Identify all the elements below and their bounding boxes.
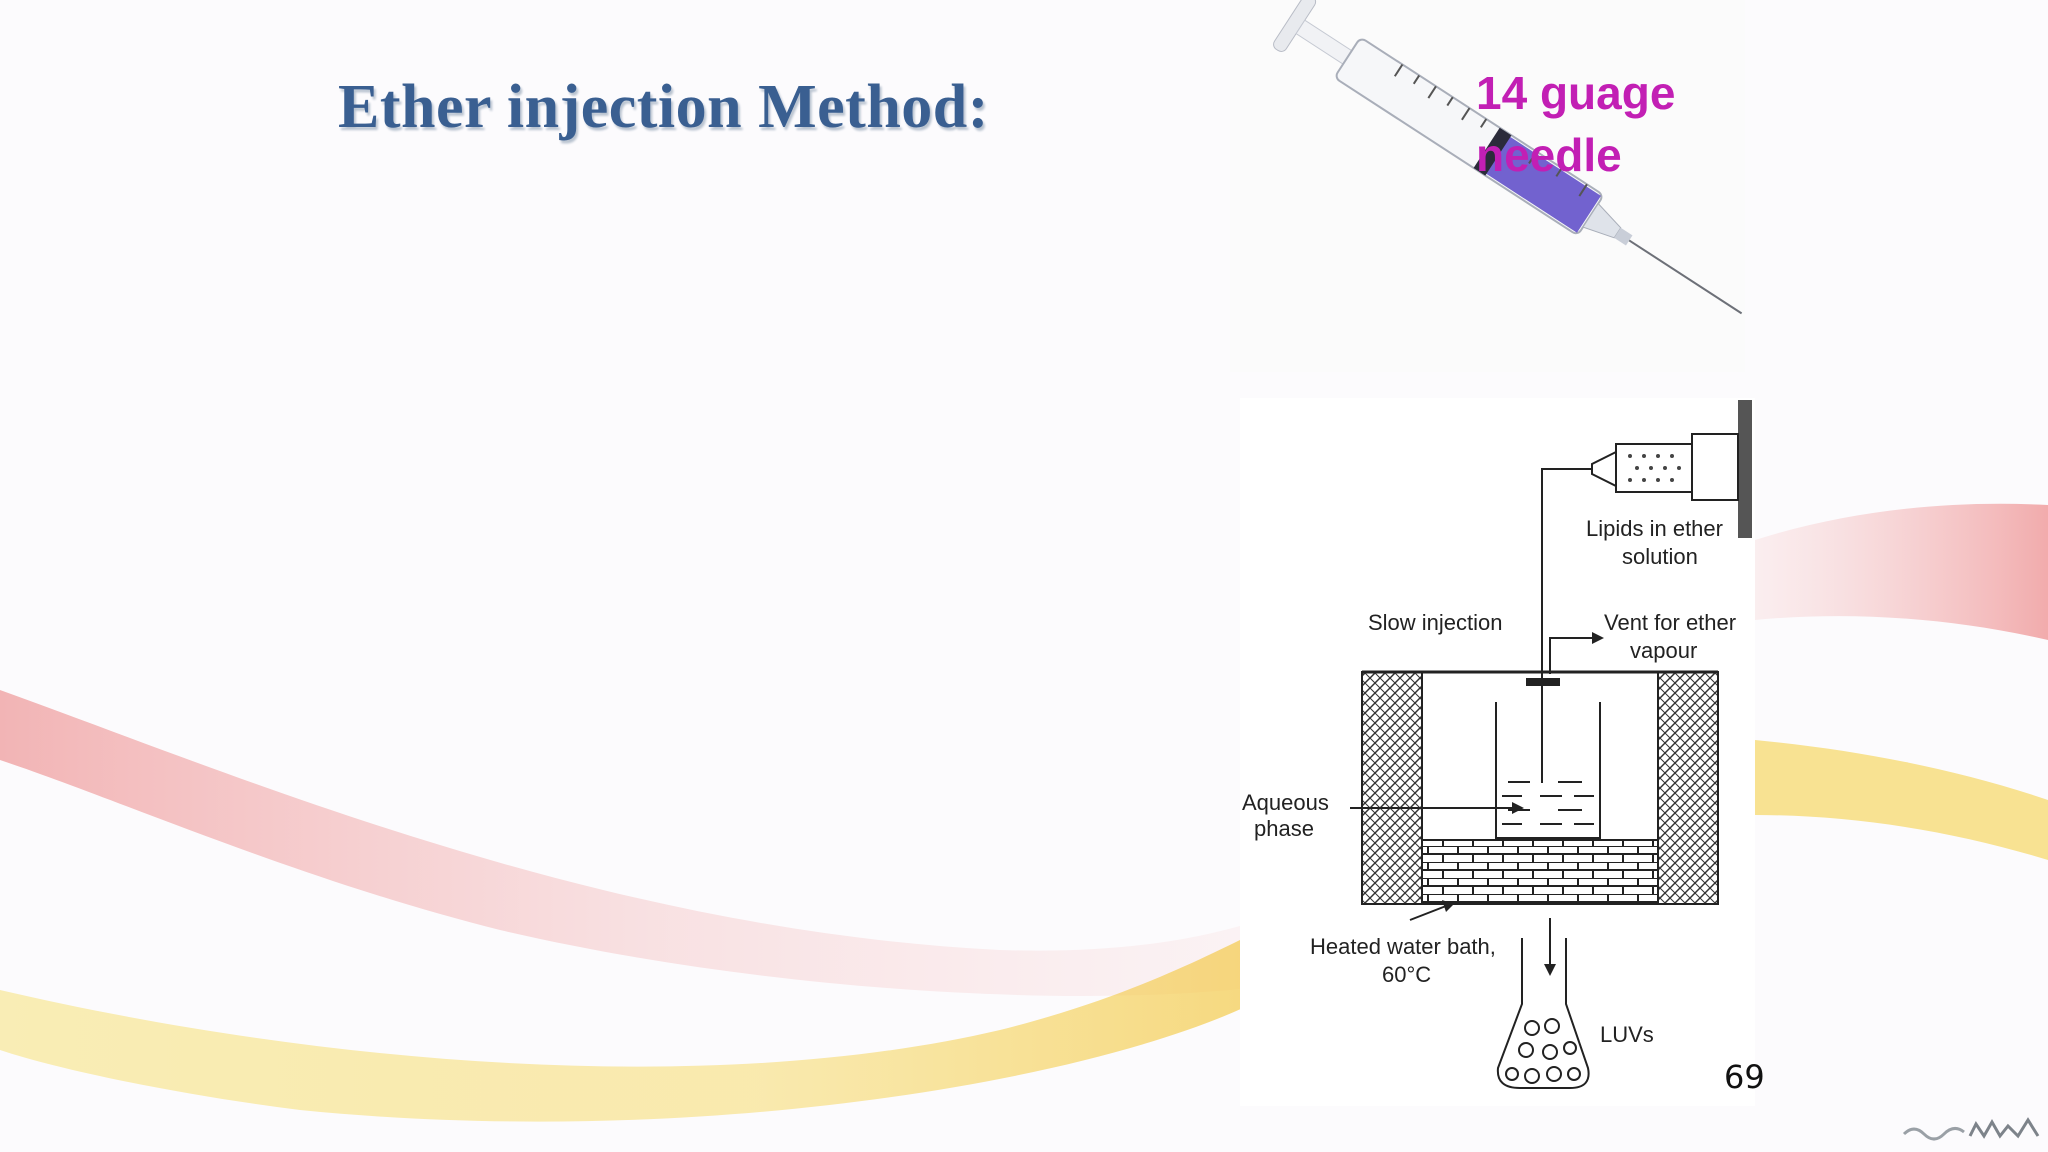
- needle-label: 14 guage needle: [1476, 62, 1675, 186]
- vent-label-line1: Vent for ether: [1604, 610, 1736, 635]
- luvs-label: LUVs: [1600, 1022, 1654, 1047]
- syringe-image: [1230, 0, 1745, 372]
- vent-label-line2: vapour: [1630, 638, 1697, 663]
- water-bath-label-line1: Heated water bath,: [1310, 934, 1496, 959]
- watermark-logo: [1902, 1117, 2040, 1141]
- slide-title: Ether injection Method:: [338, 73, 989, 141]
- aqueous-label-line1: Aqueous: [1242, 790, 1329, 815]
- lipids-label-line2: solution: [1622, 544, 1698, 569]
- lipids-label-line1: Lipids in ether: [1586, 516, 1723, 541]
- needle-label-line2: needle: [1476, 129, 1622, 181]
- needle-label-line1: 14 guage: [1476, 67, 1676, 119]
- slow-injection-label: Slow injection: [1368, 610, 1503, 635]
- page-number: 69: [1724, 1058, 1765, 1096]
- water-bath-label-line2: 60°C: [1382, 962, 1431, 987]
- apparatus-diagram: Lipids in ether solution Slow injection …: [1240, 398, 1755, 1106]
- aqueous-label-line2: phase: [1254, 816, 1314, 841]
